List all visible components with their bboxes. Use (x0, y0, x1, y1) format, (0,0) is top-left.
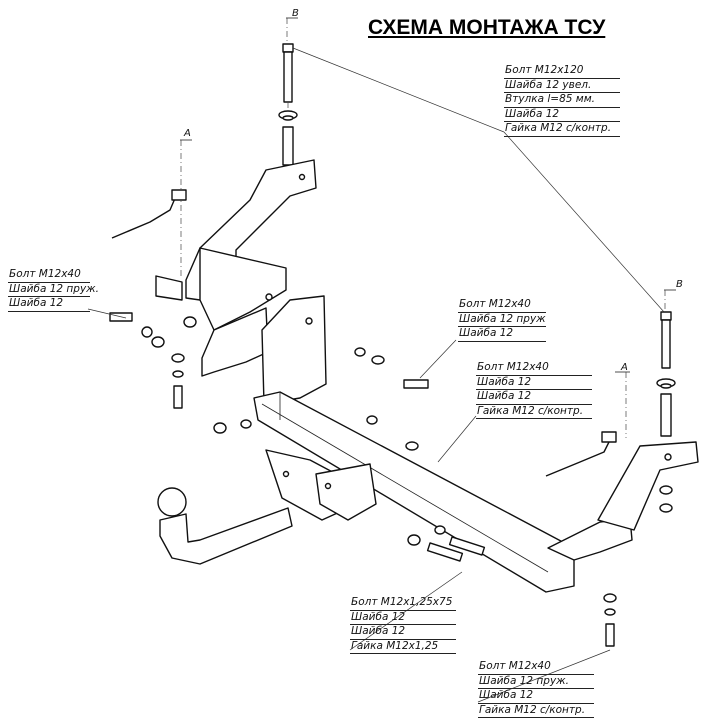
bolt-right-vertical (656, 311, 676, 437)
callout-row: Болт M12x120 (504, 64, 620, 79)
section-line-a-left (180, 139, 192, 278)
callout-row: Шайба 12 (350, 625, 456, 640)
callout-row: Гайка M12 с/контр. (504, 122, 620, 137)
callout-top-right: Болт M12x120 Шайба 12 увел. Втулка l=85 … (504, 64, 620, 137)
callout-row: Гайка M12 с/контр. (478, 704, 594, 718)
callout-left: Болт M12x40 Шайба 12 пруж. Шайба 12 (8, 268, 99, 312)
section-mark-b-right: B (676, 279, 683, 290)
section-mark-b-top: B (292, 8, 299, 19)
callout-row: Шайба 12 (8, 297, 90, 312)
callout-row: Гайка M12x1,25 (350, 640, 456, 655)
callout-mid-upper: Болт M12x40 Шайба 12 пруж Шайба 12 (458, 298, 546, 342)
callout-row: Болт M12x40 (8, 268, 90, 283)
section-line-a-right (615, 371, 630, 438)
section-line-b-top (286, 17, 298, 44)
callout-row: Шайба 12 (350, 611, 456, 626)
left-mounting-plate (261, 295, 327, 405)
bolt-m12x120-top (278, 43, 298, 166)
callout-row: Шайба 12 пруж (458, 313, 546, 328)
callout-row: Шайба 12 (458, 327, 546, 342)
leader-lines (87, 47, 665, 703)
section-line-b-right (664, 289, 676, 310)
callout-mid-lower: Болт M12x40 Шайба 12 Шайба 12 Гайка M12 … (476, 361, 592, 420)
page-title: СХЕМА МОНТАЖА ТСУ (368, 16, 606, 39)
wiring-tie-right (545, 431, 617, 477)
section-mark-a-right: A (621, 362, 628, 373)
callout-row: Шайба 12 пруж. (8, 283, 99, 298)
callout-row: Болт M12x40 (476, 361, 592, 376)
callout-row: Болт M12x40 (458, 298, 546, 313)
left-bracket (155, 159, 317, 377)
callout-row: Гайка M12 с/контр. (476, 405, 592, 420)
callout-row: Болт M12x1,25x75 (350, 596, 456, 611)
hitch-plate (265, 449, 377, 521)
callout-bottom-center: Болт M12x1,25x75 Шайба 12 Шайба 12 Гайка… (350, 596, 456, 655)
loose-fasteners (109, 312, 673, 647)
callout-row: Болт M12x40 (478, 660, 594, 675)
callout-row: Шайба 12 увел. (504, 79, 620, 94)
main-cross-beam (253, 391, 575, 593)
callout-row: Шайба 12 (478, 689, 594, 704)
callout-row: Шайба 12 (476, 390, 592, 405)
section-mark-a-left: A (184, 128, 191, 139)
callout-row: Шайба 12 (476, 376, 592, 391)
callout-row: Шайба 12 (504, 108, 620, 123)
callout-row: Шайба 12 пруж. (478, 675, 594, 690)
wiring-tie-left (111, 189, 187, 239)
right-bracket (547, 441, 699, 561)
tow-ball (157, 487, 293, 565)
callout-bottom-right: Болт M12x40 Шайба 12 пруж. Шайба 12 Гайк… (478, 660, 594, 718)
callout-row: Втулка l=85 мм. (504, 93, 620, 108)
